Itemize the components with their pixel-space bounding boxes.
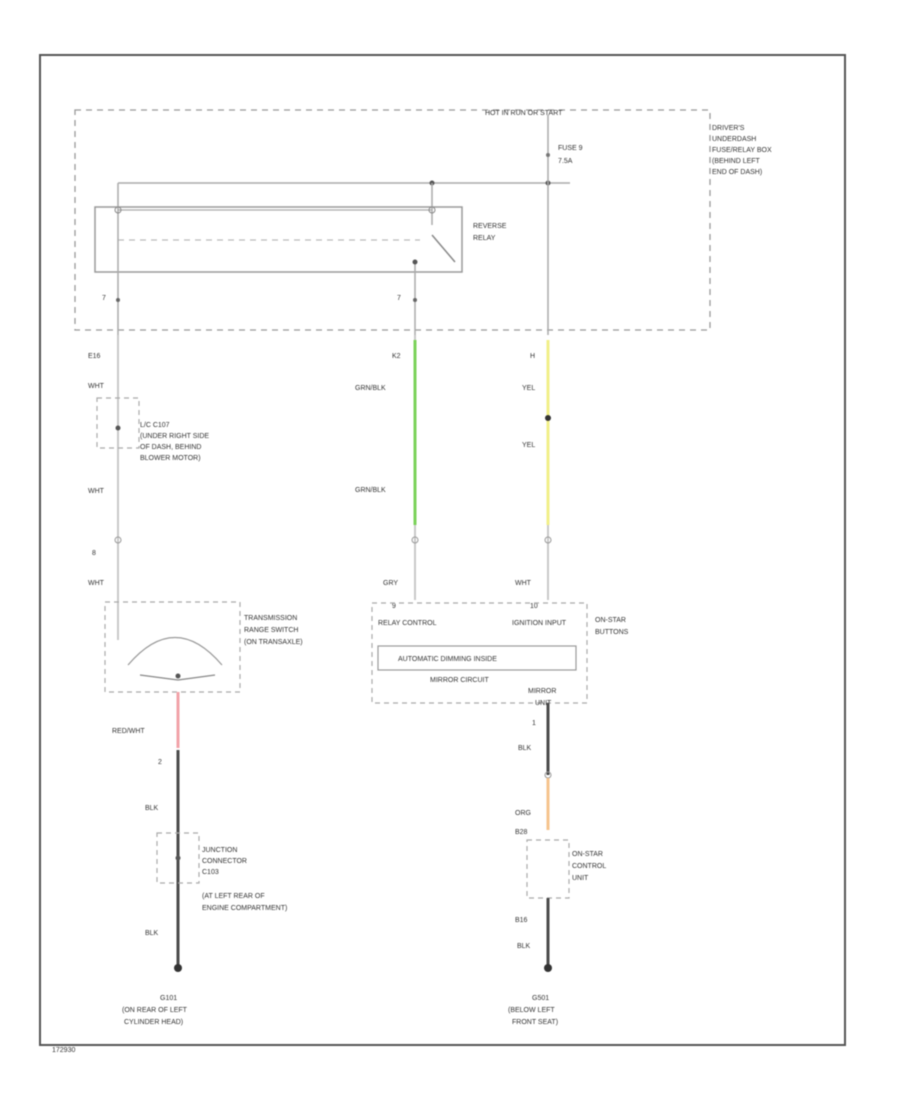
relay-contact [431, 234, 456, 263]
left-wire4: RED/WHT [112, 728, 145, 735]
left-pin-node [114, 536, 122, 544]
right-pin-node [544, 536, 552, 544]
right-pin2: 1 [532, 720, 536, 727]
ground1-2: (ON REAR OF LEFT [122, 1007, 188, 1014]
right-wire2: YEL [522, 442, 535, 449]
mid-wire3: GRY [383, 580, 398, 587]
switch-1: TRANSMISSION [244, 615, 297, 622]
ground2-1: G501 [532, 995, 549, 1002]
pin-left-node [116, 298, 120, 302]
fuse-box-location-3: FUSE/RELAY BOX [712, 147, 772, 154]
left-wire3: WHT [88, 580, 105, 587]
module-inner2: MIRROR CIRCUIT [430, 677, 489, 684]
ground1-1: G101 [160, 995, 177, 1002]
left-pin2: 2 [158, 759, 162, 766]
junction-box [156, 832, 200, 884]
junction-2: CONNECTOR [202, 858, 247, 865]
relay-node-c [412, 259, 418, 265]
lc-splice-node [115, 425, 121, 431]
right-wire4: BLK [518, 745, 532, 752]
module-pin-left: RELAY CONTROL [378, 620, 437, 627]
left-pin: 8 [92, 550, 96, 557]
mid-wire1: GRN/BLK [355, 385, 386, 392]
left-wire6: BLK [145, 930, 159, 937]
module-label-1: ON-STAR [595, 617, 626, 624]
fuse-box-outline [74, 109, 711, 331]
trans-switch-pivot [175, 673, 181, 679]
reverse-relay-box [94, 206, 463, 273]
relay-node-a [114, 206, 122, 214]
fuse-rating: 7.5A [558, 158, 573, 165]
pin-mid-node [413, 298, 417, 302]
junction-5: ENGINE COMPARTMENT) [202, 905, 287, 912]
relay-pin-left: 7 [102, 295, 106, 302]
hot-label: HOT IN RUN OR START [485, 110, 563, 117]
switch-3: (ON TRANSAXLE) [244, 639, 303, 646]
mid-pin: 9 [392, 603, 396, 610]
junction-4: (AT LEFT REAR OF [202, 893, 265, 900]
splice-4: BLOWER MOTOR) [140, 455, 201, 462]
unit-3: UNIT [572, 875, 589, 882]
unit-2: CONTROL [572, 863, 606, 870]
figure-id: 172930 [52, 1047, 75, 1054]
dimming-circuit-box [377, 645, 577, 671]
relay-label-1: REVERSE [473, 223, 507, 230]
splice-3: OF DASH, BEHIND [140, 444, 201, 451]
left-wire5: BLK [145, 805, 159, 812]
fuse-box-location-1: DRIVER'S [712, 125, 745, 132]
onstar-buttons-box [371, 602, 588, 704]
module-inner: AUTOMATIC DIMMING INSIDE [398, 656, 497, 663]
ground2-2: (BELOW LEFT [508, 1007, 555, 1014]
fuse-box-location-4: (BEHIND LEFT [712, 158, 761, 165]
splice-2: (UNDER RIGHT SIDE [140, 433, 209, 440]
ground-g101 [174, 964, 182, 972]
trans-switch-return [177, 674, 216, 681]
fuse-box-location-5: END OF DASH) [712, 169, 762, 176]
mid-conn-top: K2 [392, 353, 401, 360]
mirror-label-2: UNIT [535, 700, 552, 707]
relay-label-2: RELAY [473, 235, 496, 242]
right-wire1: YEL [522, 385, 535, 392]
relay-pin-mid: 7 [397, 295, 401, 302]
left-wire1: WHT [88, 383, 105, 390]
ground-g501 [544, 964, 552, 972]
fuse-box-location-2: UNDERDASH [712, 136, 756, 143]
right-conn-top: H [530, 353, 535, 360]
junction-node [175, 855, 181, 861]
mid-pin-node [411, 536, 419, 544]
trans-switch-box [104, 601, 241, 693]
right-pin: 10 [530, 603, 538, 610]
lc-splice-box [96, 397, 140, 449]
trans-switch-arc [127, 636, 223, 666]
mirror-label-1: MIRROR [528, 688, 556, 695]
right-splice-dot [545, 415, 551, 421]
left-wire2: WHT [88, 488, 105, 495]
right-wire6: B16 [515, 917, 528, 924]
right-pin3: B28 [515, 829, 528, 836]
switch-2: RANGE SWITCH [244, 627, 298, 634]
right-wire5: ORG [515, 810, 531, 817]
ground1-3: CYLINDER HEAD) [124, 1019, 183, 1026]
module-label-2: BUTTONS [595, 629, 629, 636]
splice-1: L/C C107 [140, 422, 170, 429]
relay-node-b [428, 206, 436, 214]
unit-1: ON-STAR [572, 851, 603, 858]
module-pin-right: IGNITION INPUT [512, 620, 567, 627]
onstar-control-box [526, 839, 570, 899]
ground2-3: FRONT SEAT) [512, 1019, 558, 1026]
right-wire7: BLK [517, 943, 531, 950]
junction-3: C103 [202, 869, 219, 876]
right-wire3: WHT [515, 580, 532, 587]
mid-wire2: GRN/BLK [355, 487, 386, 494]
left-conn-top: E16 [88, 353, 101, 360]
fuse-node [546, 153, 550, 157]
outer-frame [39, 54, 846, 1046]
junction-1: JUNCTION [202, 847, 237, 854]
trans-switch-lever [139, 674, 179, 681]
fuse-label: FUSE 9 [558, 145, 583, 152]
